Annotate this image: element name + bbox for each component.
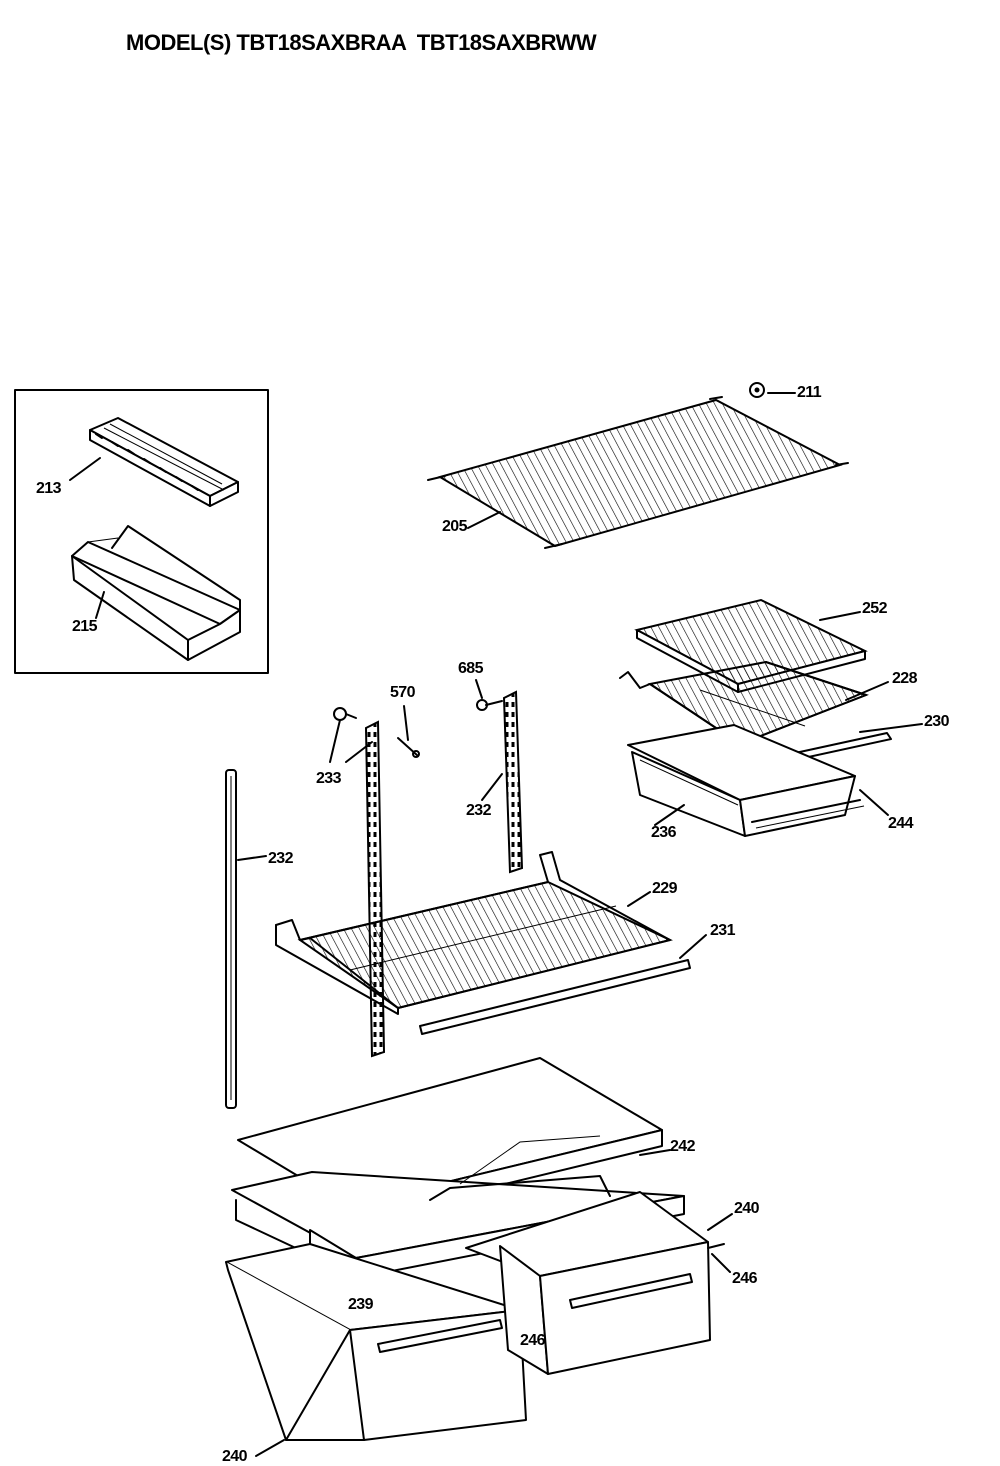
callout-246-right: 246 <box>732 1270 758 1287</box>
leader-231 <box>679 934 707 959</box>
callout-232-b: 232 <box>268 850 294 867</box>
storage-bin <box>71 525 241 661</box>
shelf-rail-right <box>502 690 524 874</box>
callout-233: 233 <box>316 770 342 787</box>
callout-232-a: 232 <box>466 802 492 819</box>
shelf-rail-left <box>364 720 386 1058</box>
leader-232-b <box>237 855 267 861</box>
main-shelf-trim <box>419 959 691 1035</box>
callout-240-right: 240 <box>734 1200 760 1217</box>
leader-213 <box>69 457 101 481</box>
callout-228: 228 <box>892 670 918 687</box>
shelf-rail-front <box>225 769 237 1109</box>
top-wire-shelf <box>427 396 849 549</box>
callout-213: 213 <box>36 480 62 497</box>
leader-228 <box>845 681 889 701</box>
callout-570: 570 <box>390 684 416 701</box>
shelf-hardware <box>333 699 503 758</box>
ice-cube-tray <box>89 417 239 507</box>
leader-242 <box>639 1149 671 1156</box>
crisper-drawer-left <box>225 1243 531 1441</box>
callout-252: 252 <box>862 600 888 617</box>
crisper-wire-shelf <box>619 660 869 746</box>
callout-205: 205 <box>442 518 468 535</box>
callout-230: 230 <box>924 713 950 730</box>
callout-215: 215 <box>72 618 98 635</box>
callout-240-left: 240 <box>222 1448 248 1465</box>
leader-252 <box>819 611 861 621</box>
leader-685 <box>475 679 483 699</box>
callout-242: 242 <box>670 1138 696 1155</box>
callout-244: 244 <box>888 815 914 832</box>
leader-240-left <box>255 1439 285 1457</box>
crisper-drawer-right <box>465 1191 725 1375</box>
leader-205 <box>467 511 501 529</box>
leader-230 <box>859 723 923 733</box>
callout-246-left: 246 <box>520 1332 546 1349</box>
callout-231: 231 <box>710 922 736 939</box>
leader-240-right <box>707 1213 733 1231</box>
shelf-nut <box>749 382 765 398</box>
callout-236: 236 <box>651 824 677 841</box>
page-title: MODEL(S) TBT18SAXBRAA TBT18SAXBRWW <box>126 30 597 55</box>
main-wire-shelf <box>275 851 673 1015</box>
leader-244 <box>859 789 889 816</box>
callout-229: 229 <box>652 880 678 897</box>
leader-215 <box>95 591 105 619</box>
leader-236 <box>654 804 685 826</box>
callout-685: 685 <box>458 660 484 677</box>
accessory-inset-box <box>14 389 269 674</box>
leader-570 <box>403 705 409 741</box>
crisper-pan <box>627 724 865 837</box>
leader-229 <box>627 891 651 907</box>
leader-246-right <box>711 1253 731 1273</box>
callout-239: 239 <box>348 1296 374 1313</box>
callout-211: 211 <box>797 384 822 401</box>
leader-232-a <box>481 773 503 801</box>
leader-233-a <box>329 719 341 763</box>
